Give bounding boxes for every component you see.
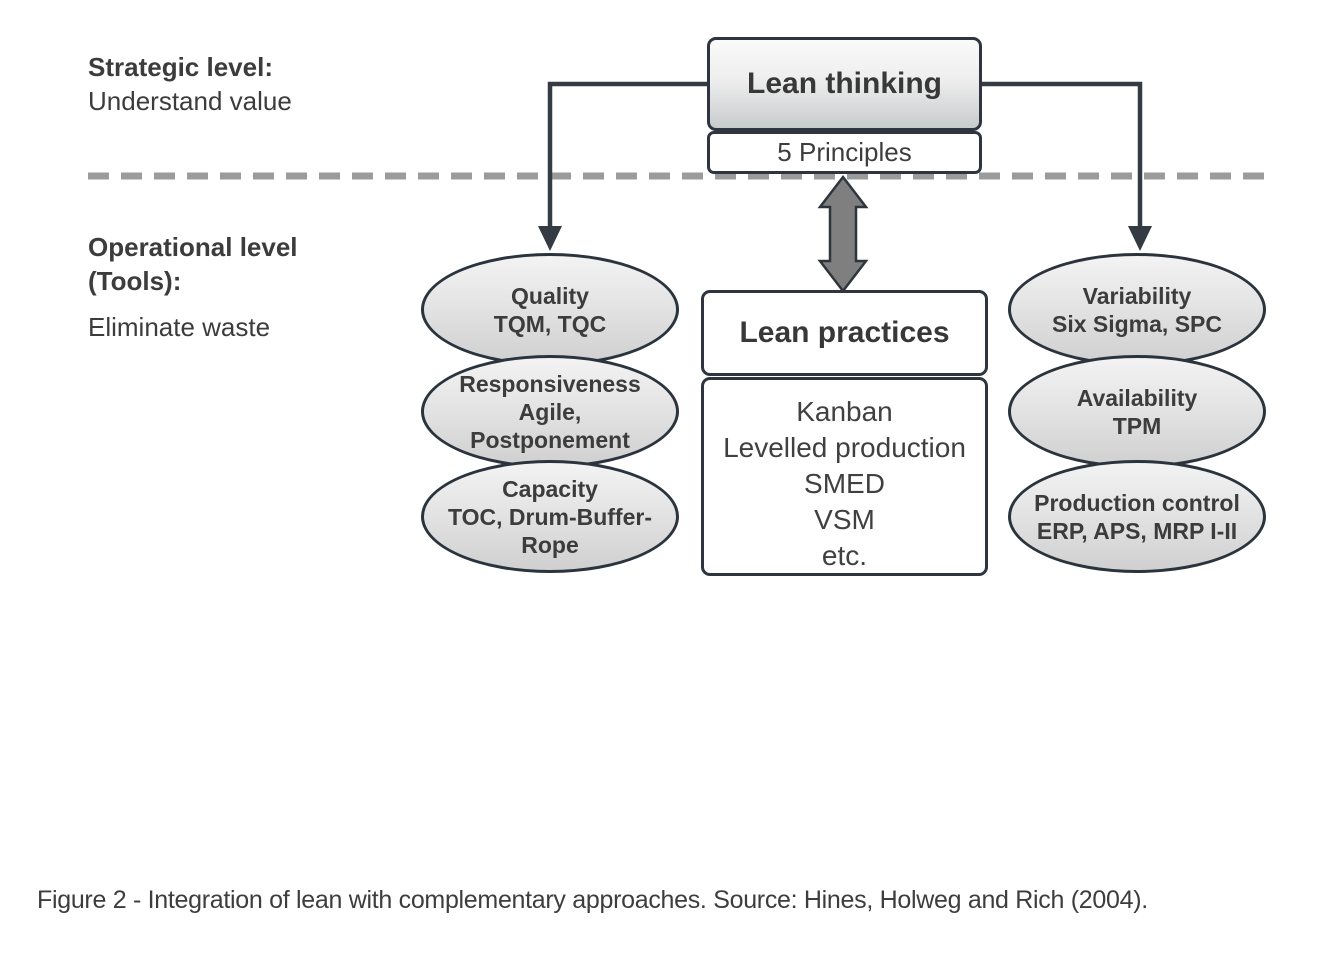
oval-quality: Quality TQM, TQC <box>421 253 679 366</box>
left-down-arrowhead-icon <box>538 226 562 251</box>
oval-capacity-tools: TOC, Drum-Buffer- Rope <box>447 503 652 558</box>
operational-level-subtitle: Eliminate waste <box>88 312 271 342</box>
operational-level-title: Operational level (Tools): <box>88 232 298 296</box>
oval-availability-tools: TPM <box>1112 412 1162 439</box>
oval-responsiveness: Responsiveness Agile, Postponement <box>421 355 679 468</box>
right-down-arrowhead-icon <box>1128 226 1152 251</box>
oval-variability-title: Variability <box>1082 282 1192 309</box>
oval-capacity: Capacity TOC, Drum-Buffer- Rope <box>421 460 679 573</box>
oval-variability-tools: Six Sigma, SPC <box>1051 310 1222 337</box>
left-connector-line <box>547 81 709 229</box>
lean-practices-list-box: Kanban Levelled production SMED VSM etc. <box>701 377 988 576</box>
oval-quality-tools: TQM, TQC <box>493 310 607 337</box>
oval-responsiveness-title: Responsiveness <box>459 370 641 397</box>
practice-item-levelled-production: Levelled production <box>723 432 966 463</box>
strategic-level-subtitle: Understand value <box>88 86 292 116</box>
five-principles-label: 5 Principles <box>777 137 912 167</box>
oval-capacity-title: Capacity <box>502 475 598 502</box>
lean-practices-title-box: Lean practices <box>701 290 988 376</box>
practice-item-vsm: VSM <box>814 504 875 535</box>
oval-production-control: Production control ERP, APS, MRP I-II <box>1008 460 1266 573</box>
oval-variability: Variability Six Sigma, SPC <box>1008 253 1266 366</box>
oval-responsiveness-tools: Agile, Postponement <box>470 398 630 453</box>
lean-practices-title: Lean practices <box>739 316 950 349</box>
figure-caption: Figure 2 - Integration of lean with comp… <box>37 886 1148 914</box>
five-principles-box: 5 Principles <box>707 131 982 174</box>
lean-thinking-title: Lean thinking <box>747 67 942 100</box>
right-connector-line <box>980 81 1143 229</box>
strategic-level-label: Strategic level: Understand value <box>88 50 292 118</box>
oval-availability: Availability TPM <box>1008 355 1266 468</box>
oval-production-control-title: Production control <box>1034 489 1240 516</box>
strategic-level-title: Strategic level: <box>88 52 273 82</box>
practice-item-smed: SMED <box>804 468 885 499</box>
oval-production-control-tools: ERP, APS, MRP I-II <box>1036 517 1238 544</box>
double-arrow-icon <box>817 174 869 294</box>
operational-level-label: Operational level (Tools): Eliminate was… <box>88 230 298 344</box>
oval-availability-title: Availability <box>1076 384 1198 411</box>
lean-thinking-box: Lean thinking <box>707 37 982 131</box>
practice-item-kanban: Kanban <box>796 396 893 427</box>
practice-item-etc: etc. <box>821 540 868 571</box>
oval-quality-title: Quality <box>511 282 589 309</box>
